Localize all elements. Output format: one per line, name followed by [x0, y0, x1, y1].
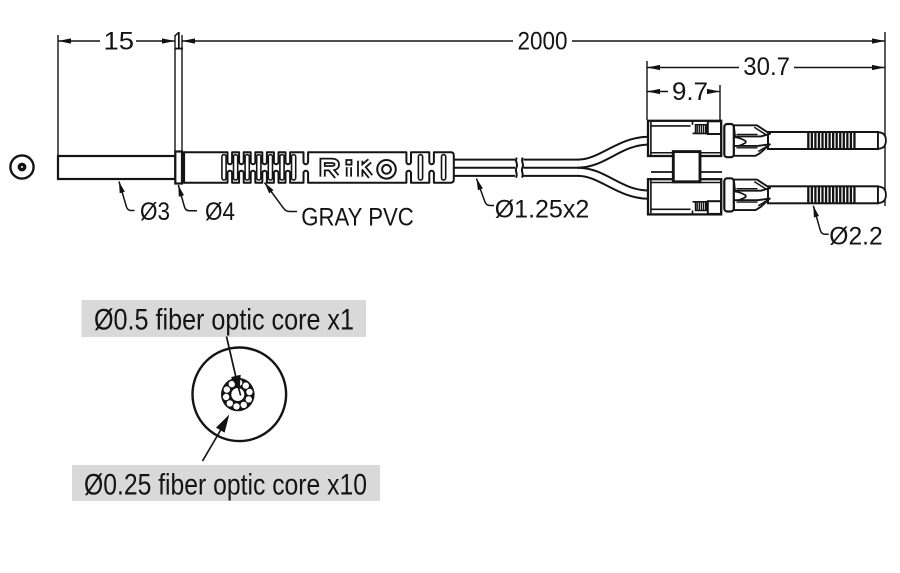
svg-text:Ø2.2: Ø2.2	[829, 222, 882, 250]
svg-text:GRAY PVC: GRAY PVC	[301, 204, 414, 232]
svg-text:2000: 2000	[518, 27, 568, 55]
svg-text:Ø0.25 fiber optic core x10: Ø0.25 fiber optic core x10	[84, 469, 367, 502]
svg-text:Ø1.25x2: Ø1.25x2	[495, 196, 590, 224]
svg-text:Ø0.5 fiber optic core x1: Ø0.5 fiber optic core x1	[94, 304, 354, 337]
svg-text:1: 1	[173, 27, 184, 55]
svg-text:9.7: 9.7	[672, 78, 708, 106]
svg-text:15: 15	[104, 27, 135, 55]
svg-text:Ø3: Ø3	[140, 198, 170, 226]
svg-text:Ø4: Ø4	[205, 198, 235, 226]
svg-text:30.7: 30.7	[743, 53, 790, 81]
